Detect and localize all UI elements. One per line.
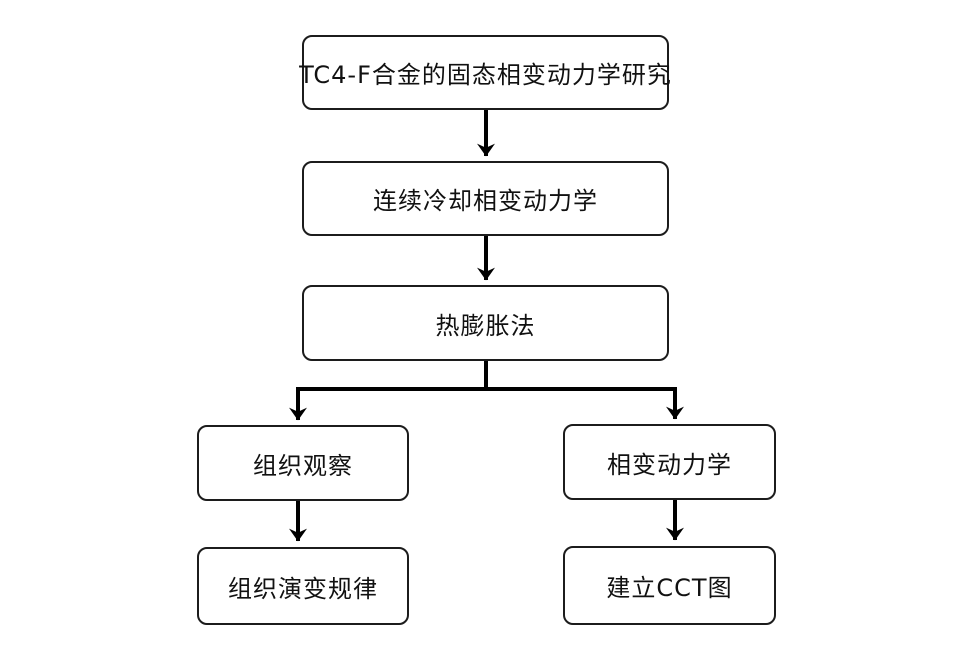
node-dilatometry-method: 热膨胀法: [302, 285, 669, 361]
node-root: TC4-F合金的固态相变动力学研究: [299, 35, 671, 110]
node-microstructure-observation: 组织观察: [197, 425, 409, 501]
node-microstructure-evolution: 组织演变规律: [197, 547, 409, 625]
node-cct-diagram: 建立CCT图: [563, 546, 776, 625]
node-continuous-cooling-kinetics: 连续冷却相变动力学: [302, 161, 669, 236]
node-transformation-kinetics: 相变动力学: [563, 424, 776, 500]
